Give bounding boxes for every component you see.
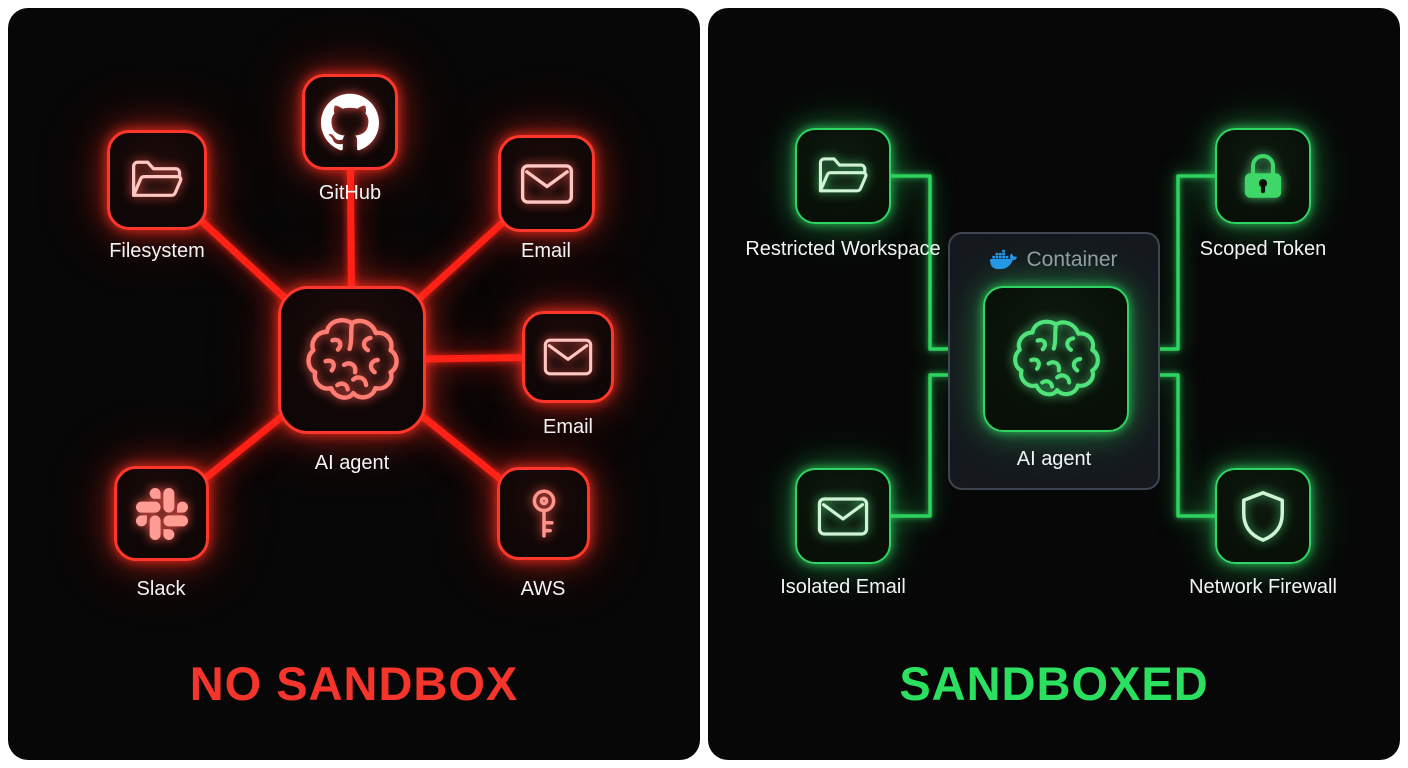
node-label-github: GitHub bbox=[318, 182, 382, 204]
folder-icon bbox=[128, 155, 186, 205]
envelope-icon bbox=[520, 163, 574, 205]
node-label-email-right: Email bbox=[542, 416, 593, 438]
node-slack bbox=[114, 466, 209, 561]
node-label-network-firewall: Network Firewall bbox=[1189, 576, 1337, 598]
brain-icon bbox=[1010, 313, 1102, 405]
node-network-firewall bbox=[1215, 468, 1311, 564]
no-sandbox-title: NO SANDBOX bbox=[189, 657, 519, 710]
container-box: Container AI agent bbox=[948, 232, 1160, 490]
green-connection-lines bbox=[889, 174, 1219, 518]
slack-icon bbox=[136, 488, 188, 540]
docker-icon bbox=[990, 246, 1017, 273]
key-icon bbox=[516, 486, 572, 542]
node-restricted-workspace bbox=[795, 128, 891, 224]
node-email-top bbox=[498, 135, 595, 232]
sandboxed-panel: Restricted Workspace Scoped Token Contai… bbox=[708, 8, 1400, 760]
brain-icon bbox=[303, 311, 401, 409]
node-filesystem bbox=[107, 130, 207, 230]
folder-icon bbox=[815, 152, 871, 200]
node-scoped-token bbox=[1215, 128, 1311, 224]
node-label-email-top: Email bbox=[520, 240, 571, 262]
node-ai-agent bbox=[278, 286, 426, 434]
node-label-slack: Slack bbox=[136, 578, 186, 600]
no-sandbox-panel: Filesystem GitHub Email AI agent Email S… bbox=[8, 8, 700, 760]
node-label-ai-agent-sandboxed: AI agent bbox=[1016, 448, 1092, 470]
node-label-aws: AWS bbox=[520, 578, 566, 600]
container-header: Container bbox=[950, 246, 1158, 273]
node-label-isolated-email: Isolated Email bbox=[780, 576, 906, 598]
node-label-ai-agent: AI agent bbox=[314, 452, 390, 474]
github-icon bbox=[321, 93, 379, 151]
container-label: Container bbox=[1026, 247, 1118, 271]
lock-icon bbox=[1234, 147, 1292, 205]
sandboxed-title: SANDBOXED bbox=[899, 657, 1209, 710]
node-label-filesystem: Filesystem bbox=[109, 240, 205, 262]
node-ai-agent-sandboxed bbox=[983, 286, 1129, 432]
envelope-icon bbox=[817, 496, 869, 537]
node-github bbox=[302, 74, 398, 170]
node-isolated-email bbox=[795, 468, 891, 564]
node-aws bbox=[497, 467, 590, 560]
envelope-icon bbox=[543, 337, 593, 377]
node-email-right bbox=[522, 311, 614, 403]
node-label-scoped-token: Scoped Token bbox=[1199, 238, 1327, 260]
shield-icon bbox=[1235, 488, 1291, 544]
node-label-restricted-workspace: Restricted Workspace bbox=[745, 238, 941, 260]
